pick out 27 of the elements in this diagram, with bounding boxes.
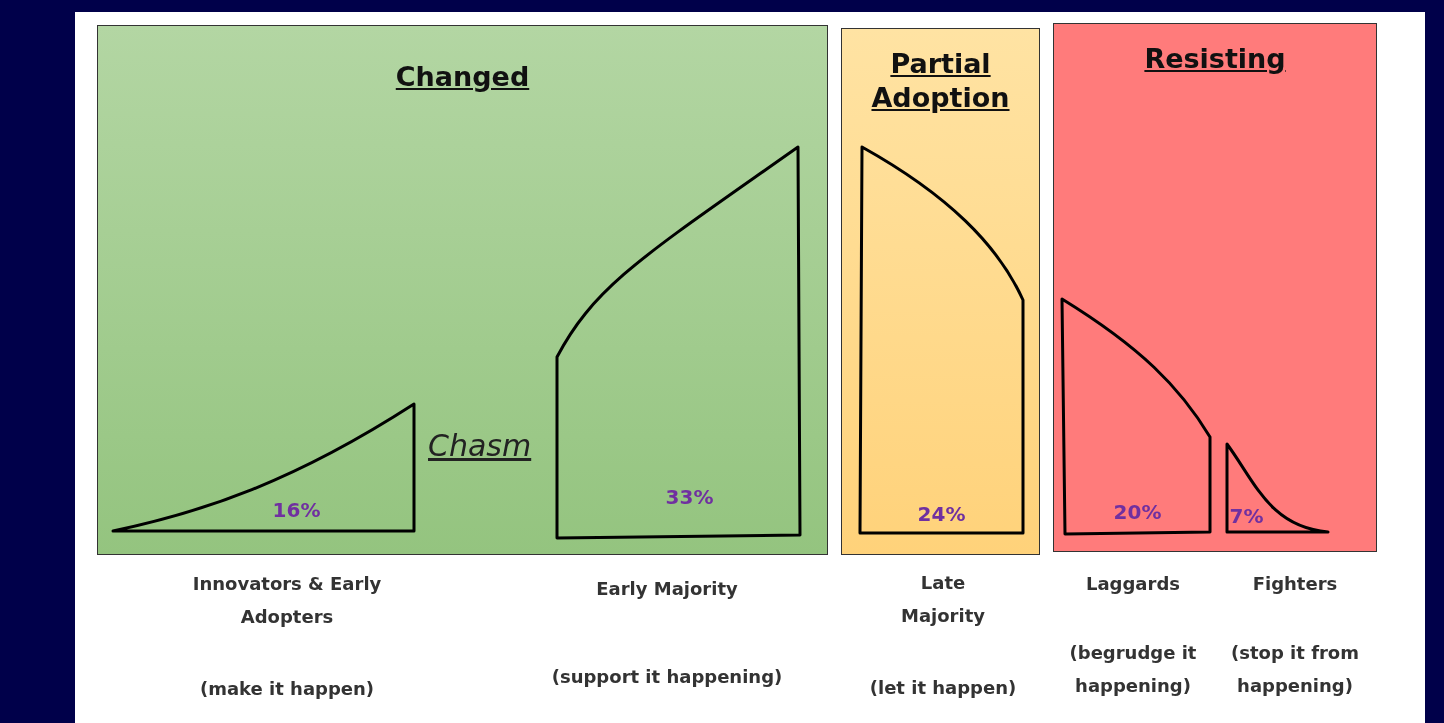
panel-title: Changed <box>394 60 531 94</box>
adoption-curve-segment <box>857 144 1026 536</box>
group-description: (support it happening) <box>550 665 784 689</box>
group-description: (let it happen) <box>868 676 1018 700</box>
adoption-curve-segment <box>112 401 416 533</box>
group-description: (stop it from happening) <box>1230 641 1360 698</box>
percentage-label: 20% <box>1113 499 1162 524</box>
category-panel <box>1053 23 1377 552</box>
panel-title: Partial Adoption <box>870 47 1011 115</box>
group-name: Laggards <box>1085 572 1181 596</box>
adoption-curve-segment <box>1224 441 1330 535</box>
group-name: Innovators & Early Adopters <box>191 572 383 629</box>
adoption-curve-segment <box>1059 296 1213 537</box>
percentage-label: 7% <box>1229 503 1264 528</box>
percentage-label: 16% <box>272 497 321 522</box>
panel-title: Resisting <box>1143 42 1287 76</box>
category-panel <box>841 28 1040 555</box>
percentage-label: 24% <box>917 501 966 526</box>
chasm-label: Chasm <box>428 428 532 463</box>
group-description: (make it happen) <box>198 677 376 701</box>
category-panel <box>97 25 828 555</box>
group-name: Early Majority <box>595 577 739 601</box>
group-name: Fighters <box>1251 572 1339 596</box>
percentage-label: 33% <box>665 484 714 509</box>
group-name: Late Majority <box>900 571 986 628</box>
group-description: (begrudge it happening) <box>1068 641 1198 698</box>
adoption-curve-segment <box>554 144 802 540</box>
